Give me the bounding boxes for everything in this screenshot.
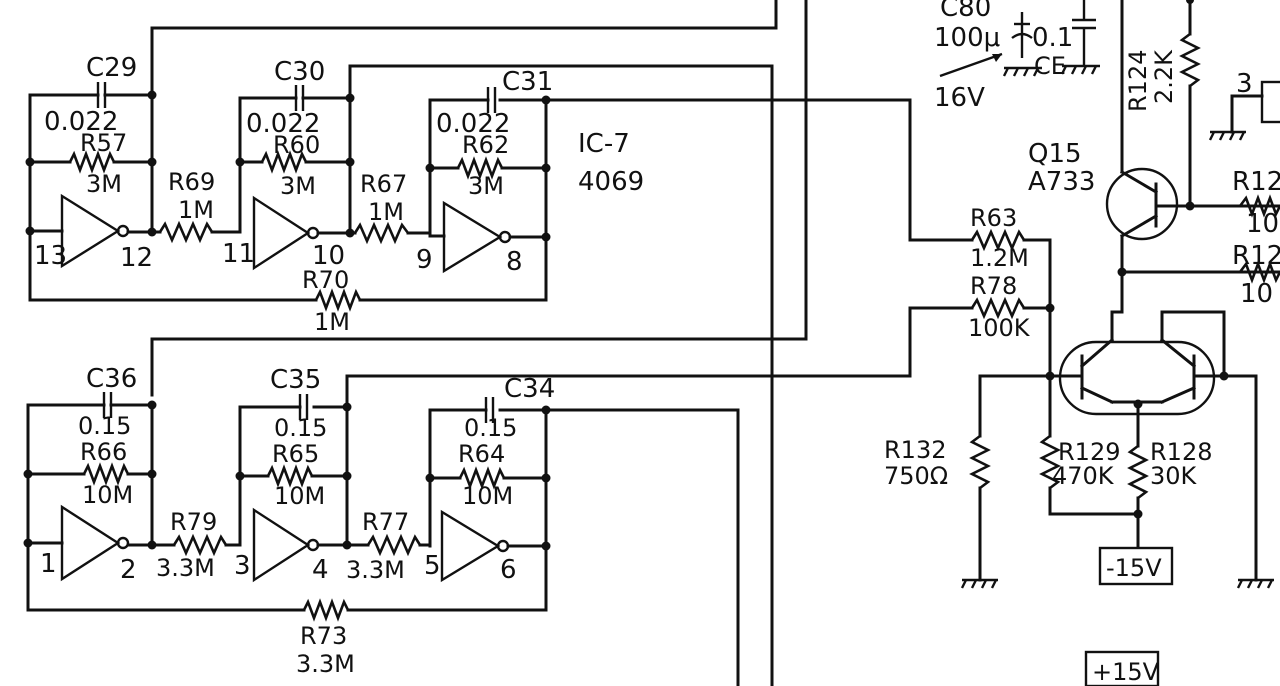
r63-value: 1.2M [970, 244, 1029, 272]
c29-value: 0.022 [44, 107, 118, 137]
right-labels: C80 100μ 16V 0.1 CE R124 2.2K 3 Q15 A733… [884, 0, 1280, 686]
r66-ref: R66 [80, 438, 127, 466]
r65-ref: R65 [272, 440, 319, 468]
r64-value: 10M [462, 482, 513, 510]
pin-8: 8 [506, 247, 523, 277]
r124-ref: R124 [1124, 50, 1152, 112]
c35-ref: C35 [270, 365, 321, 395]
r57-ref: R57 [80, 129, 127, 157]
r12b-value: 10 [1240, 279, 1273, 309]
r69-ref: R69 [168, 168, 215, 196]
c36-ref: C36 [86, 364, 137, 394]
pin-13: 13 [34, 241, 67, 271]
pin-9: 9 [416, 245, 433, 275]
ic-part: 4069 [578, 167, 644, 197]
r132-ref: R132 [884, 436, 946, 464]
pos-supply-label: +15V [1092, 658, 1160, 686]
c80-ref: C80 [940, 0, 991, 23]
r77-ref: R77 [362, 508, 409, 536]
r65-value: 10M [274, 482, 325, 510]
bottom-oscillator [23, 392, 551, 622]
r62-ref: R62 [462, 131, 509, 159]
c35-value: 0.15 [274, 414, 327, 442]
pin-5: 5 [424, 551, 441, 581]
r70-value: 1M [314, 308, 350, 336]
r128-ref: R128 [1150, 438, 1212, 466]
pin-1: 1 [40, 549, 57, 579]
r124-value: 2.2K [1150, 49, 1178, 104]
c80-value: 100μ [934, 23, 1000, 53]
r78-value: 100K [968, 314, 1031, 342]
pin-2: 2 [120, 555, 137, 585]
r78-ref: R78 [970, 272, 1017, 300]
c34-ref: C34 [504, 374, 555, 404]
neg-supply-label: -15V [1106, 554, 1162, 582]
ce-ref: CE [1034, 52, 1066, 80]
top-oscillator [25, 82, 551, 312]
r60-ref: R60 [273, 131, 320, 159]
pin-11: 11 [222, 239, 255, 269]
c30-value: 0.022 [246, 109, 320, 139]
c80-voltage: 16V [934, 83, 985, 113]
r132-value: 750Ω [884, 462, 948, 490]
c31-value: 0.022 [436, 109, 510, 139]
r63-ref: R63 [970, 204, 1017, 232]
pin-3-right: 3 [1236, 69, 1253, 99]
q15-ref: Q15 [1028, 139, 1082, 169]
bottom-labels: C36 0.15 R66 10M C35 0.15 R65 10M C34 0.… [40, 364, 555, 678]
q15-part: A733 [1028, 167, 1095, 197]
c30-ref: C30 [274, 57, 325, 87]
c31-ref: C31 [502, 67, 553, 97]
pin-6: 6 [500, 555, 517, 585]
r77-value: 3.3M [346, 556, 405, 584]
r12b-ref: R12 [1232, 241, 1280, 271]
r12a-value: 10 [1246, 209, 1279, 239]
r67-ref: R67 [360, 170, 407, 198]
r73-ref: R73 [300, 622, 347, 650]
pin-4: 4 [312, 555, 329, 585]
c34-value: 0.15 [464, 414, 517, 442]
r70-ref: R70 [302, 266, 349, 294]
pin-3: 3 [234, 551, 251, 581]
r57-value: 3M [86, 170, 122, 198]
r62-value: 3M [468, 172, 504, 200]
r12a-ref: R12 [1232, 167, 1280, 197]
r66-value: 10M [82, 481, 133, 509]
r69-value: 1M [178, 196, 214, 224]
r79-ref: R79 [170, 508, 217, 536]
ce-value: 0.1 [1032, 23, 1073, 53]
c29-ref: C29 [86, 53, 137, 83]
interconnect-wires [150, 0, 962, 686]
r128-value: 30K [1150, 462, 1198, 490]
c36-value: 0.15 [78, 412, 131, 440]
r129-ref: R129 [1058, 438, 1120, 466]
r64-ref: R64 [458, 440, 505, 468]
r73-value: 3.3M [296, 650, 355, 678]
ic-name: IC-7 [578, 129, 630, 159]
pin-10: 10 [312, 241, 345, 271]
right-circuit [939, 0, 1280, 686]
r79-value: 3.3M [156, 554, 215, 582]
pin-12: 12 [120, 243, 153, 273]
r129-value: 470K [1052, 462, 1115, 490]
r60-value: 3M [280, 172, 316, 200]
top-labels: C29 0.022 R57 3M C30 0.022 R60 3M C31 0.… [34, 53, 644, 336]
r67-value: 1M [368, 198, 404, 226]
